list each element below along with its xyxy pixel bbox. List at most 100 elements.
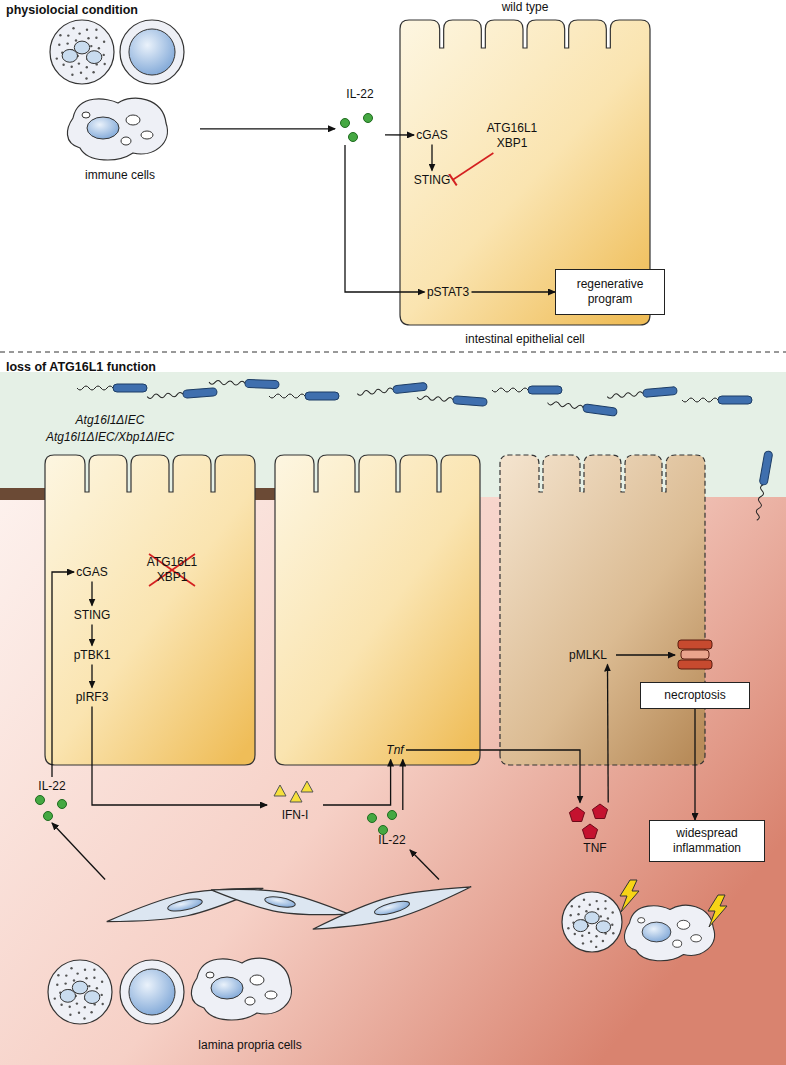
neutrophil (48, 960, 112, 1024)
protein-label: cGAS (74, 563, 110, 582)
bacterium (607, 387, 677, 401)
arrow (410, 850, 439, 880)
heading-holder: Atg16l1ΔIEC/Xbp1ΔIEC (10, 430, 210, 445)
ifn-molecule (274, 785, 286, 796)
protein-label: STING (72, 606, 113, 625)
leader-arrow (616, 654, 675, 655)
cytokine: TNF (565, 803, 625, 858)
protein-label: pTBK1 (72, 646, 113, 665)
lightning (708, 895, 727, 927)
epithelial-cell (45, 455, 255, 765)
neutrophil (50, 20, 114, 84)
il22-molecule (368, 814, 377, 823)
macrophage (624, 905, 714, 961)
node-text: Atg16l1ΔIEC (76, 413, 145, 427)
il22-molecule (341, 119, 350, 128)
tnf-molecule (592, 804, 607, 819)
epithelial-cell (500, 455, 705, 765)
macrophage (191, 958, 291, 1020)
tnf-molecule (582, 824, 597, 839)
arrow (91, 665, 92, 688)
arrow (200, 128, 335, 129)
ifn-molecule (290, 791, 302, 802)
panel-title: loss of ATG16L1 function (6, 360, 156, 374)
il22-molecule (36, 796, 45, 805)
node-text: regenerative program (561, 277, 659, 307)
il22-molecule (349, 133, 358, 142)
protein-label: pMLKL (567, 646, 610, 665)
arrow (472, 291, 556, 292)
epithelial-cell: Atg16l1ΔIECAtg16l1ΔIEC/Xbp1ΔIECcGASATG16… (45, 455, 255, 765)
node-text: IL-22 (378, 833, 405, 848)
arrow (91, 582, 92, 606)
arrow (91, 625, 92, 646)
process-box: widespread inflammation (649, 820, 765, 862)
bacterium (209, 378, 279, 388)
protein-label: cGAS (414, 126, 450, 145)
il22-molecule (58, 800, 67, 809)
node-text: lamina propria cells (198, 1038, 301, 1053)
node-text: STING (414, 173, 451, 188)
gene-label: Tnf (384, 741, 406, 760)
panel-title: physiolocial condition (6, 3, 138, 17)
tnf-molecule (569, 807, 584, 822)
bacterium (682, 396, 752, 404)
barrier (0, 488, 45, 500)
arrow (402, 760, 403, 811)
cytokine: IL-22 (29, 777, 75, 823)
ifn-molecule (301, 781, 313, 792)
heading-holder: wild type (400, 0, 650, 15)
process-box: regenerative program (555, 269, 665, 315)
panel-divider (0, 352, 786, 353)
bacterium (547, 399, 617, 417)
bacterium (269, 392, 339, 400)
bacterium (147, 388, 217, 401)
heading-holder: Atg16l1ΔIEC (10, 413, 210, 428)
node-text: pSTAT3 (427, 285, 469, 300)
arrow (431, 145, 432, 171)
barrier (255, 488, 275, 500)
arrow (52, 823, 105, 880)
heading-holder: intestinal epithelial cell (400, 332, 650, 347)
node-text: Atg16l1ΔIEC/Xbp1ΔIEC (46, 430, 174, 444)
mlkl-pore (678, 640, 712, 669)
bacterium (77, 384, 147, 392)
node-text: intestinal epithelial cell (465, 332, 584, 346)
bacterium (417, 393, 487, 406)
node-text: Tnf (386, 743, 403, 758)
node-text: pIRF3 (76, 690, 109, 705)
node-text: cGAS (416, 128, 447, 143)
il22-molecule (44, 812, 53, 821)
cytokine: IL-22 (362, 810, 422, 850)
arrow (385, 134, 414, 135)
arrow (323, 760, 391, 806)
protein-label: ATG16L1 XBP1 (481, 119, 543, 153)
node-text: IL-22 (346, 87, 373, 102)
epithelial-cell (275, 455, 480, 765)
protein-label: pSTAT3 (425, 283, 472, 302)
node-text: immune cells (85, 168, 155, 183)
node-text: wild type (502, 0, 549, 14)
node-text: IFN-I (282, 808, 309, 823)
fibroblast (310, 876, 474, 940)
macrophage (67, 98, 167, 160)
lymphocyte (120, 960, 184, 1024)
bacterium (357, 382, 427, 397)
node-text: pTBK1 (74, 648, 111, 663)
protein-label: STING (412, 171, 453, 190)
fibroblast (104, 878, 265, 933)
bacterium (492, 386, 562, 394)
node-text: STING (74, 608, 111, 623)
arrow (694, 709, 695, 821)
node-text: widespread inflammation (655, 826, 759, 856)
neutrophil (562, 892, 622, 952)
node-text: pMLKL (569, 648, 607, 663)
node-text: IL-22 (38, 779, 65, 794)
protein-label: pIRF3 (74, 688, 111, 707)
cytokine: IFN-I (267, 785, 323, 825)
arrow (607, 665, 609, 803)
lymphocyte (120, 20, 184, 84)
